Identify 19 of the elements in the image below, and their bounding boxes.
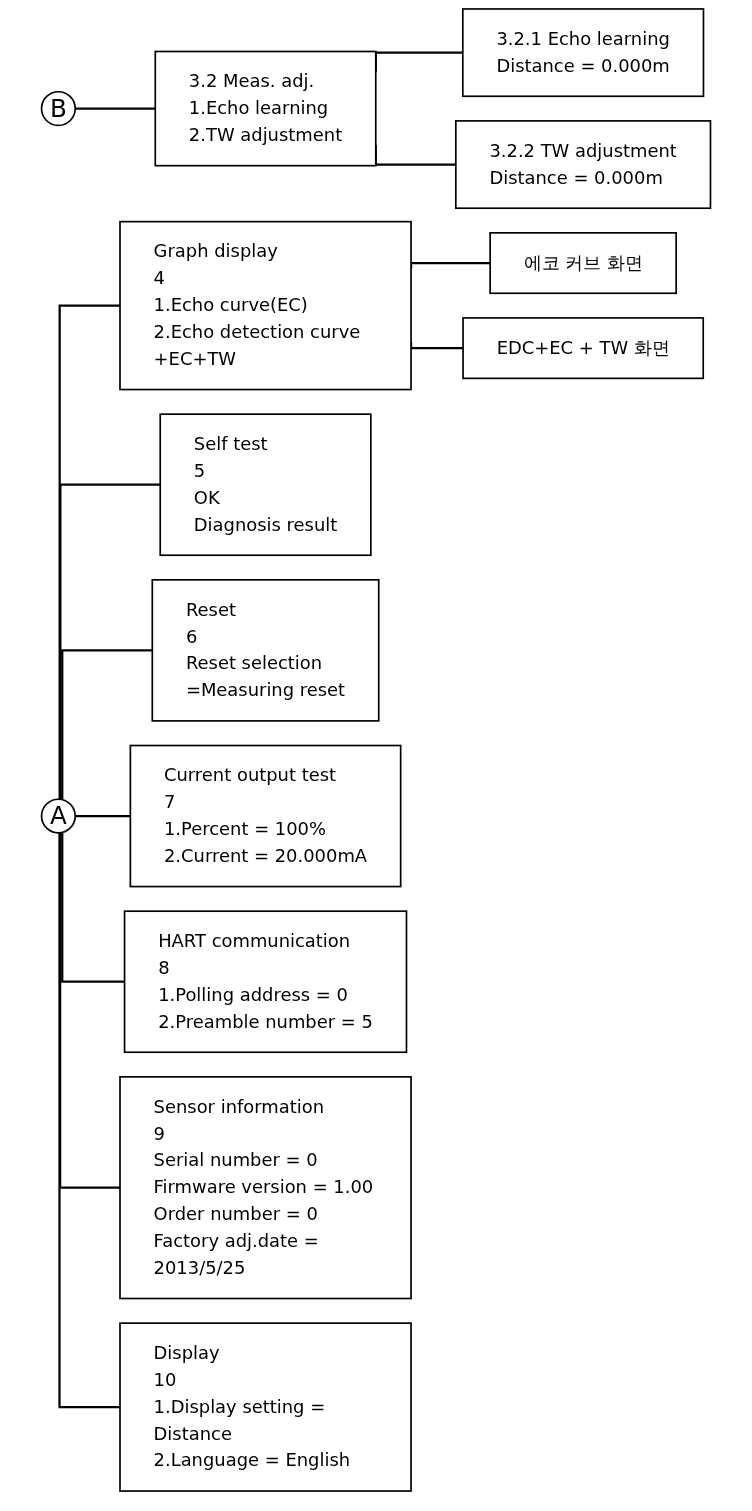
node-box: EDC+EC + TW 화면 xyxy=(462,317,705,380)
node-box: Graph display 4 1.Echo curve(EC) 2.Echo detection curve +EC+TW xyxy=(119,220,412,391)
connector xyxy=(61,649,153,800)
node-box: 3.2 Meas. adj. 1.Echo learning 2.TW adjustment xyxy=(154,50,377,167)
node-box: 에코 커브 화면 xyxy=(489,232,677,295)
node-circle: A xyxy=(40,798,77,834)
node-box: 3.2.2 TW adjustment Distance = 0.000m xyxy=(455,120,712,210)
node-box: Sensor information 9 Serial number = 0 Firmware version = 1.00 Order number = 0 Factory adj.date = 2013/5/25 xyxy=(119,1076,412,1300)
node-box: Display 10 1.Display setting = Distance 2.Language = English xyxy=(119,1322,412,1492)
connector xyxy=(74,814,131,818)
node-circle: B xyxy=(40,90,77,127)
connector xyxy=(58,832,120,1409)
node-box: Current output test 7 1.Percent = 100% 2.Current = 20.000mA xyxy=(129,744,402,888)
node-box: 3.2.1 Echo learning Distance = 0.000m xyxy=(461,8,705,98)
connector xyxy=(61,832,125,983)
node-box: Self test 5 OK Diagnosis result xyxy=(159,413,372,557)
connector xyxy=(59,483,161,800)
node-box: HART communication 8 1.Polling address = 0 2.Preamble number = 5 xyxy=(123,910,408,1054)
node-box: Reset 6 Reset selection =Measuring reset xyxy=(151,579,380,722)
